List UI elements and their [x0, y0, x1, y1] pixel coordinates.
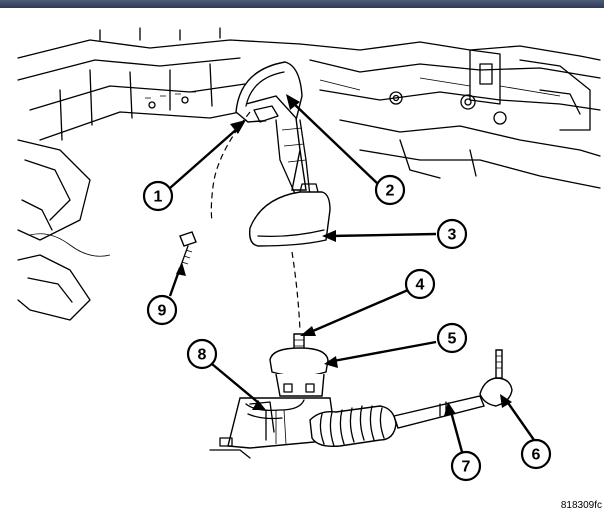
- arrowhead-5: [324, 356, 338, 368]
- arrowhead-9: [176, 262, 186, 276]
- arrowhead-8: [252, 400, 266, 410]
- leader-8: [211, 363, 261, 405]
- callout-9-label: 9: [158, 303, 167, 320]
- leader-4: [305, 288, 409, 336]
- callout-8: 8: [186, 338, 218, 370]
- mounting-bolt: [179, 231, 197, 269]
- leader-5: [327, 340, 437, 364]
- arrowhead-2: [286, 94, 300, 110]
- steering-gear-diagram: 1 2 3 4 5 6 7 8 9: [17, 27, 601, 482]
- arrowhead-4: [300, 326, 316, 336]
- shaft-alignment-line: [291, 251, 301, 331]
- arrowhead-6: [500, 394, 512, 408]
- leader-6: [505, 399, 535, 441]
- callout-2-label: 2: [386, 183, 395, 200]
- steering-gear-assembly: [209, 333, 513, 459]
- leader-2: [291, 101, 379, 185]
- callout-1-label: 1: [154, 189, 163, 206]
- vehicle-frame-illustration: [17, 27, 601, 321]
- leader-1: [169, 127, 239, 189]
- callout-6: 6: [520, 438, 552, 470]
- callout-4-label: 4: [416, 277, 425, 294]
- callout-5: 5: [436, 322, 468, 354]
- leader-3: [329, 232, 437, 238]
- callout-8-label: 8: [198, 347, 207, 364]
- callout-3-label: 3: [448, 227, 457, 244]
- callout-9: 9: [146, 294, 178, 326]
- arrowhead-7: [444, 402, 456, 416]
- callout-7: 7: [450, 450, 482, 482]
- arrowhead-1: [230, 120, 246, 134]
- arrowhead-3: [322, 230, 336, 242]
- callout-2: 2: [374, 174, 406, 206]
- callout-4: 4: [404, 268, 436, 300]
- figure-code: 818309fc: [560, 500, 602, 511]
- window-title-bar: [0, 0, 604, 8]
- callout-3: 3: [436, 218, 468, 250]
- steering-column-boot: [248, 183, 331, 247]
- callout-1: 1: [142, 180, 174, 212]
- callout-6-label: 6: [532, 447, 541, 464]
- callout-7-label: 7: [462, 459, 471, 476]
- leader-7: [448, 407, 464, 453]
- callout-5-label: 5: [448, 331, 457, 348]
